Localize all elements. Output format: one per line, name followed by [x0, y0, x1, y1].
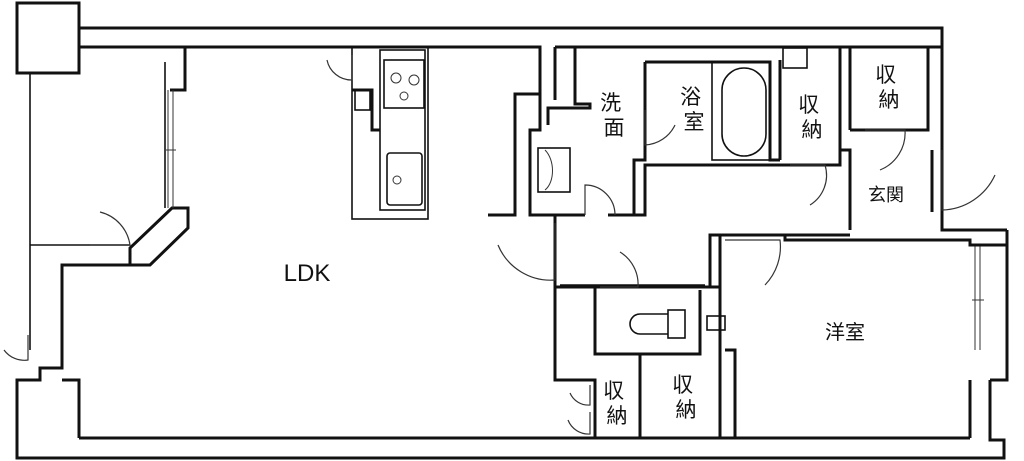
pantry-door-swing-icon: [326, 55, 353, 81]
room-label-western-room: 洋室: [825, 320, 865, 344]
washbasin-icon: [537, 147, 571, 193]
exterior-wall: [15, 1, 1009, 460]
side-door-swing-icon: [3, 335, 29, 361]
storage-door-upper-icon: [569, 385, 591, 406]
toilet-door-swing-icon: [600, 251, 639, 288]
toilet-icon: [629, 309, 686, 339]
room-label-bathroom: 浴 室: [680, 85, 708, 134]
wet-area-walls: [488, 47, 934, 230]
bath-door-swing-icon: [644, 110, 676, 146]
washroom-door-swing-icon: [584, 184, 616, 216]
kitchen-partition: [352, 88, 380, 132]
window-right: [972, 245, 984, 350]
room-label-ldk: LDK: [284, 260, 331, 287]
room-label-washroom: 洗 面: [600, 91, 628, 140]
switch-box: [706, 315, 726, 331]
room-label-storage-b: 収 納: [875, 63, 903, 112]
hall-door-swing-icon: [497, 223, 556, 281]
storage-door-swing-icon: [790, 164, 828, 206]
stove-icon: [383, 59, 425, 109]
room-label-storage-a: 収 納: [798, 93, 826, 142]
room-label-entrance: 玄関: [868, 185, 904, 206]
balcony-door-swing-icon: [90, 211, 131, 246]
storage-box-top: [782, 47, 808, 69]
window-left: [166, 90, 176, 208]
bathtub-icon: [711, 61, 771, 161]
kitchen-counter: [351, 46, 429, 220]
storage-door-lower-icon: [567, 412, 591, 435]
front-door-swing-icon: [941, 150, 996, 211]
room-label-storage-c: 収 納: [603, 379, 631, 428]
sink-icon: [386, 152, 423, 206]
entrance-storage-door-swing-icon: [865, 129, 906, 171]
western-room-door-swing-icon: [725, 239, 782, 286]
room-label-storage-d: 収 納: [672, 373, 700, 422]
